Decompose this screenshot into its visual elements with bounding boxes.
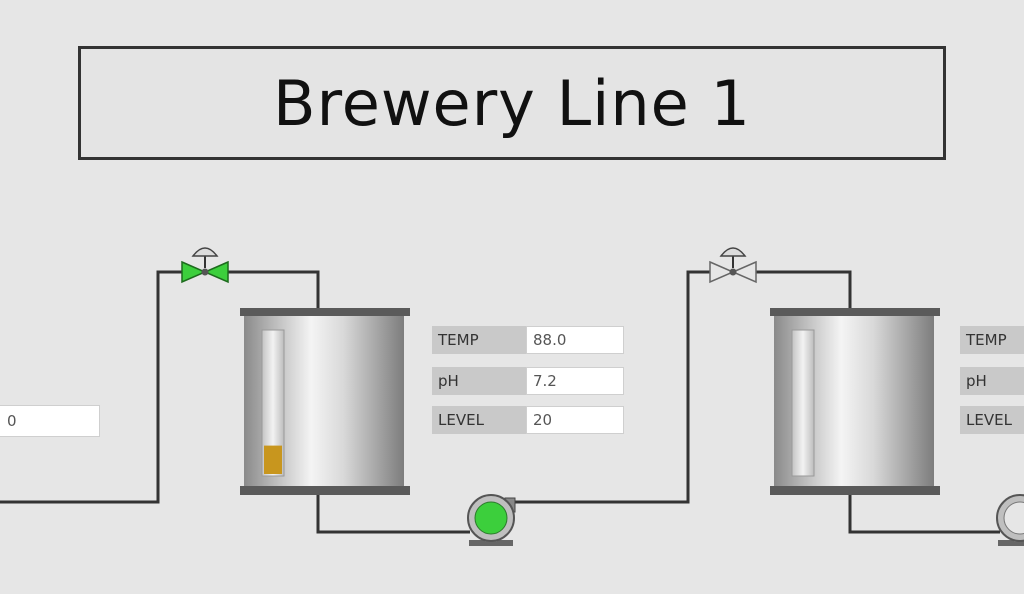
tank-1-ph-readout: pH 7.2	[432, 366, 624, 396]
inlet-value-field[interactable]	[0, 405, 100, 437]
tank-2-temp-readout: TEMP	[960, 325, 1024, 355]
title-banner: Brewery Line 1	[78, 46, 946, 160]
tank-2-ph-label: pH	[960, 367, 1024, 395]
valve-1-icon[interactable]	[181, 247, 229, 284]
tank-1-level-value[interactable]: 20	[526, 406, 624, 434]
tank-1-liquid-level	[264, 445, 282, 474]
tank-1-temp-readout: TEMP 88.0	[432, 325, 624, 355]
tank-2[interactable]	[770, 308, 940, 495]
tank-1-bottom-rim	[240, 486, 410, 495]
pump1-to-valve2-pipe	[512, 270, 710, 504]
tank2-outlet-pipe	[848, 494, 1000, 534]
pump-2-icon[interactable]	[996, 494, 1024, 546]
tank-2-level-label: LEVEL	[960, 406, 1024, 434]
pipes	[0, 270, 1000, 534]
page-title: Brewery Line 1	[273, 66, 751, 140]
tank-1-temp-label: TEMP	[432, 326, 526, 354]
tank-1-level-gauge	[261, 329, 285, 477]
valve1-to-tank1-pipe	[228, 270, 320, 310]
tank-1-ph-value[interactable]: 7.2	[526, 367, 624, 395]
tank-1[interactable]	[240, 308, 410, 495]
tank-1-top-rim	[240, 308, 410, 316]
tank-2-bottom-rim	[770, 486, 940, 495]
tank-2-level-gauge	[791, 329, 815, 477]
tank-2-top-rim	[770, 308, 940, 316]
tank1-outlet-pipe	[316, 494, 470, 534]
tank-2-level-readout: LEVEL	[960, 405, 1024, 435]
tank-1-level-label: LEVEL	[432, 406, 526, 434]
tank-1-temp-value[interactable]: 88.0	[526, 326, 624, 354]
tank-1-level-readout: LEVEL 20	[432, 405, 624, 435]
tank-1-ph-label: pH	[432, 367, 526, 395]
valve-2-icon[interactable]	[709, 247, 757, 284]
inlet-pipe	[0, 270, 182, 504]
valve2-to-tank2-pipe	[756, 270, 852, 310]
tank-2-temp-label: TEMP	[960, 326, 1024, 354]
tank-2-ph-readout: pH	[960, 366, 1024, 396]
pump-1-icon[interactable]	[467, 494, 516, 546]
